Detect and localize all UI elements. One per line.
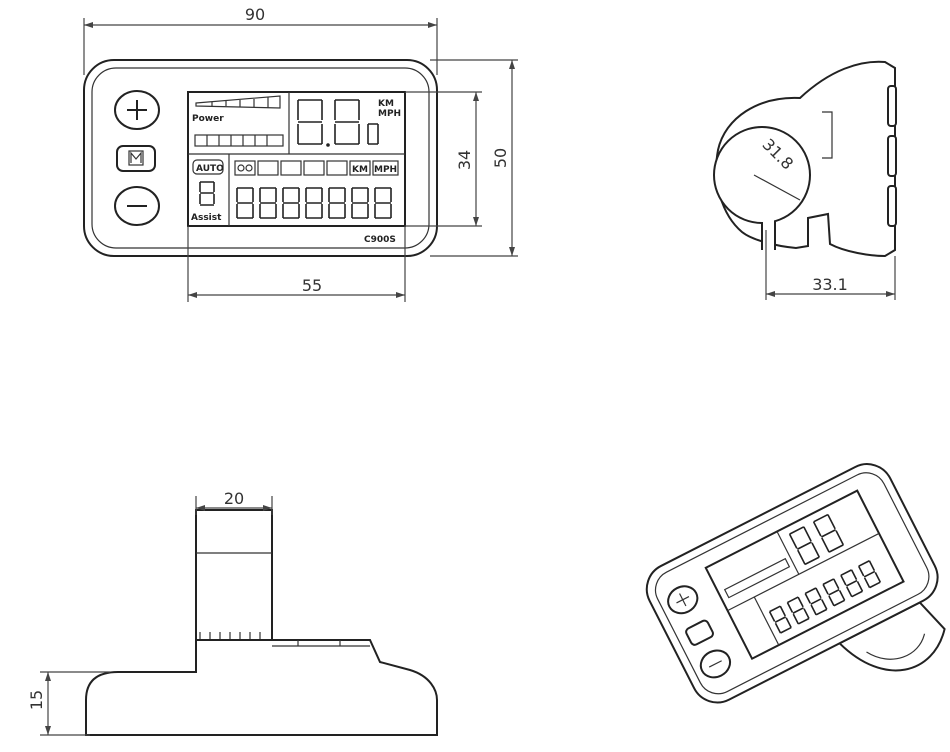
front-view: 90 xyxy=(83,5,518,302)
dimension-screen-width-label: 55 xyxy=(302,276,322,295)
side-button-bottom xyxy=(887,185,897,227)
display-side-profile xyxy=(85,639,438,736)
side-view: 31.8 33.1 xyxy=(713,60,897,300)
model-label: C900S xyxy=(364,235,396,245)
power-label: Power xyxy=(192,114,224,124)
dimension-width-label: 90 xyxy=(245,5,265,24)
power-gauge xyxy=(195,95,281,109)
auto-label: AUTO xyxy=(196,164,224,174)
bottom-view: 20 15 xyxy=(27,489,438,736)
clamp-slot xyxy=(822,111,833,159)
handlebar-circle xyxy=(713,126,811,224)
assist-label: Assist xyxy=(191,213,222,223)
dimension-screen-height-label: 34 xyxy=(455,150,474,170)
mph-icon-label: MPH xyxy=(374,165,397,175)
isometric-view xyxy=(645,463,946,704)
minus-button[interactable] xyxy=(114,186,160,226)
iso-lcd-screen xyxy=(704,489,905,661)
stem xyxy=(195,509,273,641)
display-body xyxy=(83,59,438,257)
dimension-height-label: 50 xyxy=(491,148,510,168)
dimension-stem-width: 20 xyxy=(195,489,273,515)
iso-display-body xyxy=(645,463,939,704)
plus-button[interactable] xyxy=(114,90,160,130)
dimension-clamp-width-label: 33.1 xyxy=(812,275,848,294)
assist-digit xyxy=(199,181,215,206)
dimension-screen-height: 34 xyxy=(405,91,482,227)
dimension-side-height-label: 15 xyxy=(27,690,46,710)
km-icon-label: KM xyxy=(352,165,368,175)
m-icon xyxy=(128,150,144,166)
iso-clamp xyxy=(837,601,946,672)
iso-mode-button xyxy=(685,619,714,646)
lcd-screen: Power KM MPH AUTO xyxy=(187,91,406,227)
mode-button[interactable] xyxy=(116,145,156,172)
dimension-side-height: 15 xyxy=(27,671,110,736)
battery-gauge xyxy=(194,134,284,147)
km-unit-label: KM xyxy=(378,99,394,109)
side-button-top xyxy=(887,85,897,127)
plus-icon xyxy=(127,100,147,120)
dimension-stem-width-label: 20 xyxy=(224,489,244,508)
dimension-width: 90 xyxy=(83,5,438,75)
dimension-height: 50 xyxy=(430,59,518,257)
dimension-screen-width: 55 xyxy=(187,226,406,302)
mph-unit-label: MPH xyxy=(378,109,401,119)
dimension-clamp-width: 33.1 xyxy=(765,230,896,300)
side-button-middle xyxy=(887,135,897,177)
speed-digits xyxy=(297,99,379,147)
odometer-digits xyxy=(236,187,392,219)
display-bezel xyxy=(91,67,430,249)
status-icon-row xyxy=(234,160,399,176)
auto-badge xyxy=(192,159,224,175)
